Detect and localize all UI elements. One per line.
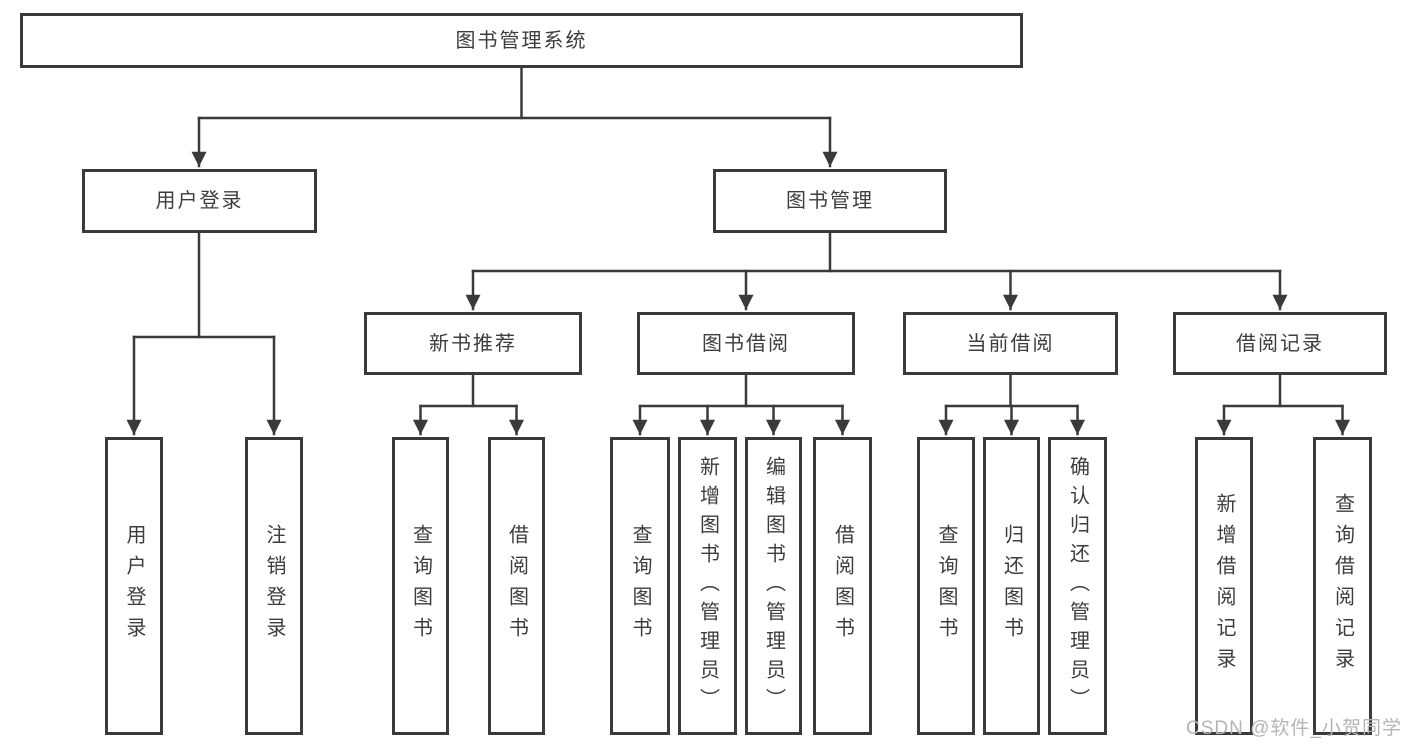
leaf-user-login: 用户登录 — [105, 437, 163, 735]
leaf-borrow-books-recommend: 借阅图书 — [488, 437, 545, 735]
leaf-add-borrow-record: 新增借阅记录 — [1195, 437, 1253, 735]
node-borrow-record: 借阅记录 — [1173, 312, 1387, 375]
node-user-login: 用户登录 — [82, 169, 317, 233]
node-root-system: 图书管理系统 — [20, 13, 1023, 68]
leaf-confirm-return-admin: 确认归还（管理员） — [1048, 437, 1107, 735]
node-book-borrow: 图书借阅 — [637, 312, 855, 375]
leaf-query-books-current: 查询图书 — [917, 437, 975, 735]
leaf-add-books-admin: 新增图书（管理员） — [678, 437, 737, 735]
node-current-borrow: 当前借阅 — [903, 312, 1118, 375]
leaf-query-books-recommend: 查询图书 — [392, 437, 449, 735]
node-book-management: 图书管理 — [713, 169, 947, 233]
leaf-borrow-books: 借阅图书 — [813, 437, 872, 735]
leaf-query-books-borrow: 查询图书 — [610, 437, 670, 735]
node-new-book-recommend: 新书推荐 — [364, 312, 582, 375]
leaf-query-borrow-record: 查询借阅记录 — [1313, 437, 1372, 735]
csdn-watermark: CSDN @软件_小贺同学 — [1186, 718, 1402, 739]
leaf-return-books: 归还图书 — [983, 437, 1040, 735]
leaf-logout: 注销登录 — [245, 437, 303, 735]
leaf-edit-books-admin: 编辑图书（管理员） — [745, 437, 802, 735]
